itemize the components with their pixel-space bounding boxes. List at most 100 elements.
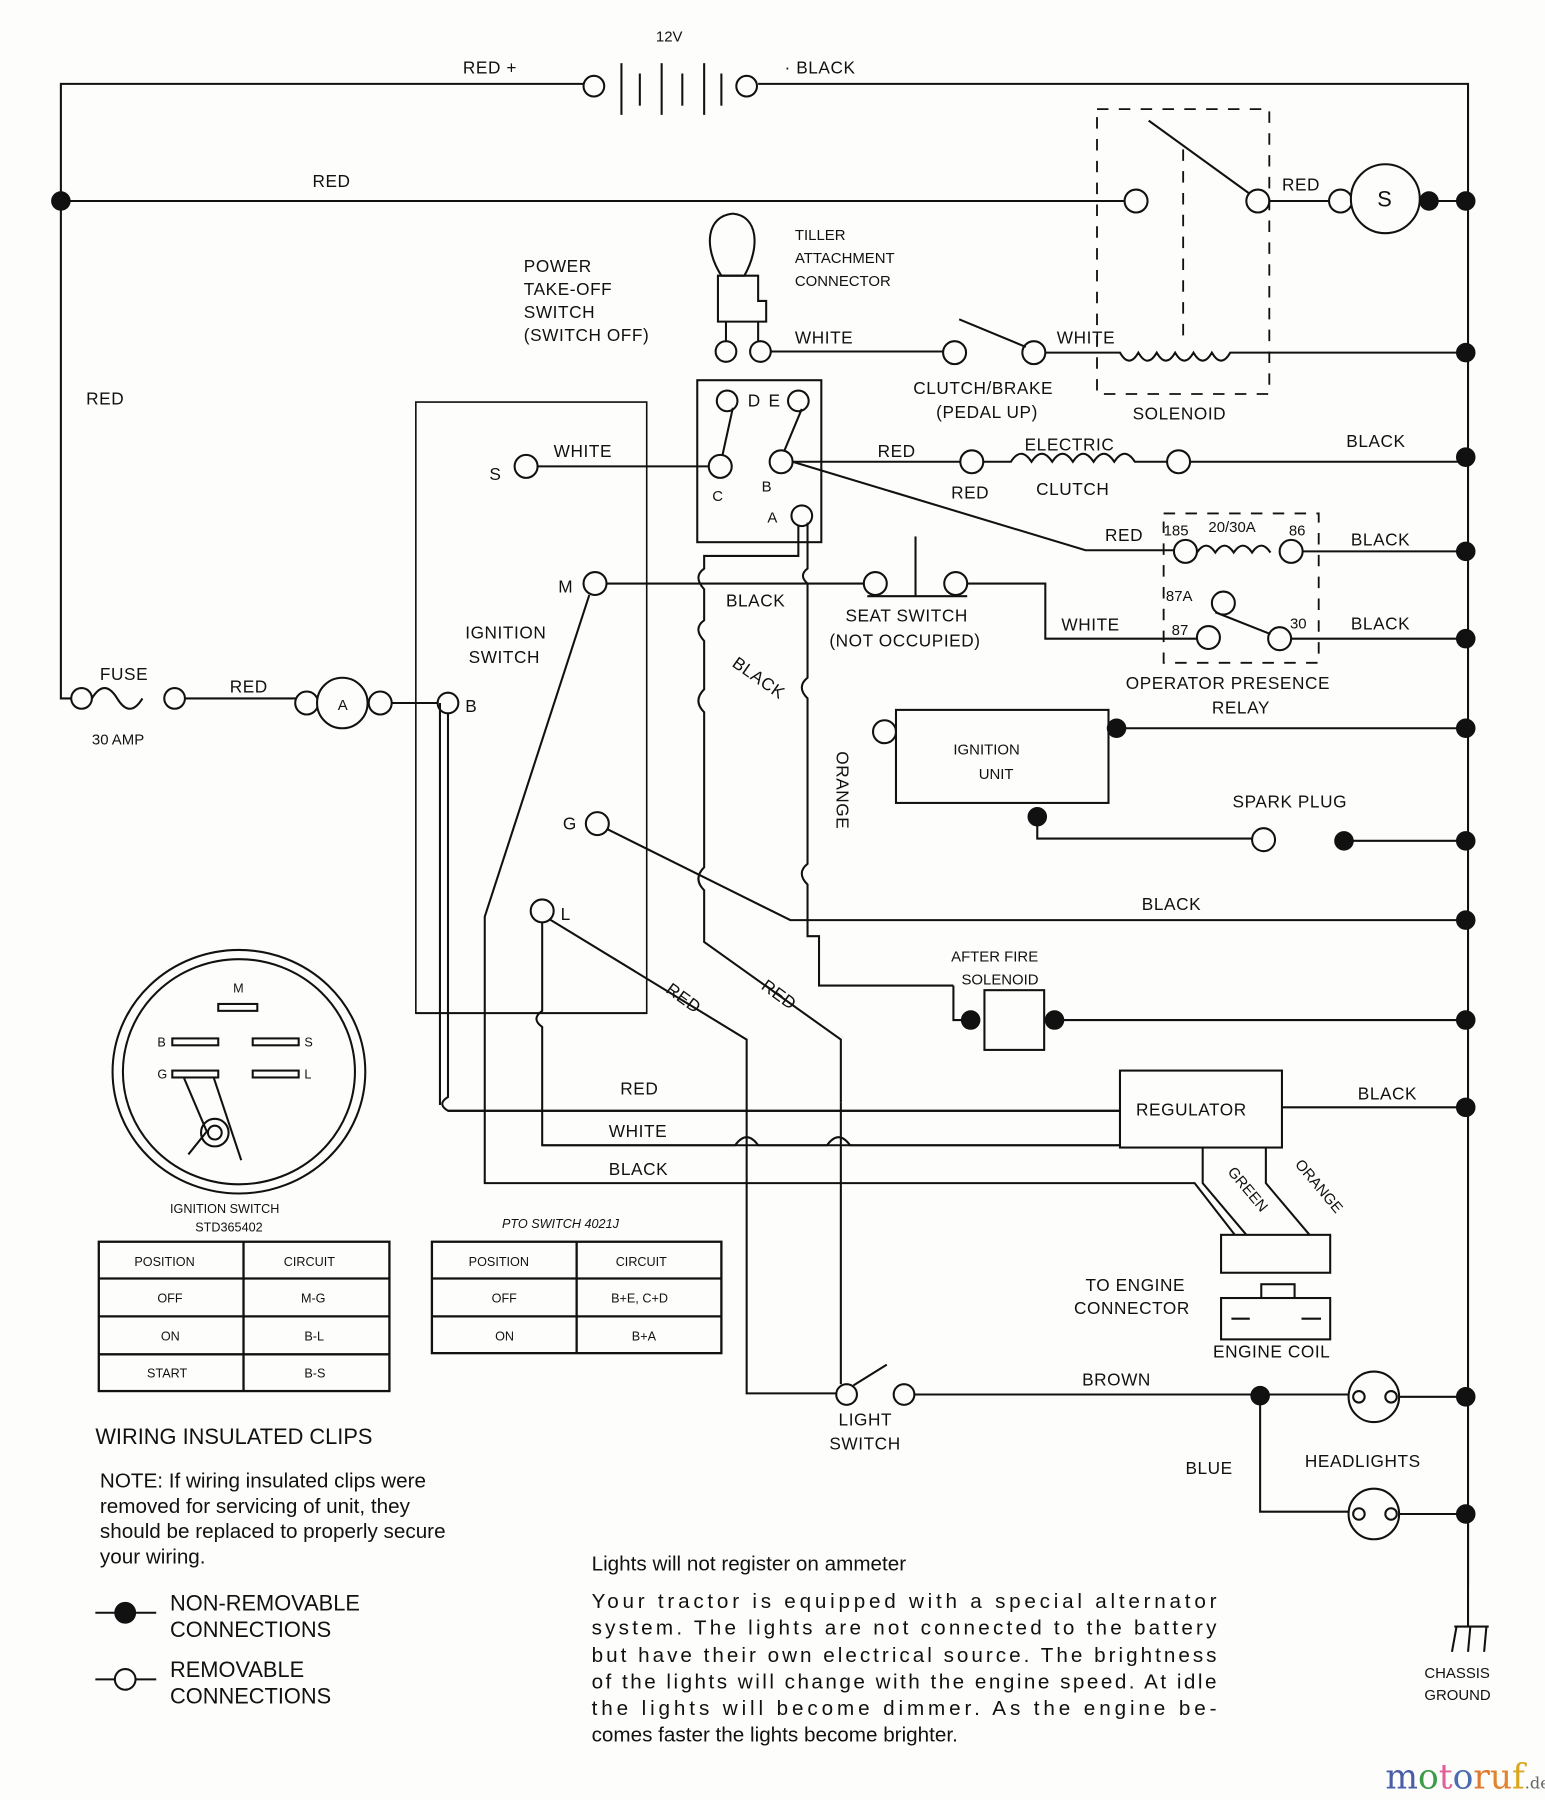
table-cell: B-S: [304, 1366, 325, 1380]
seat-switch-label: (NOT OCCUPIED): [829, 631, 980, 651]
lights-line: system. The lights are not connected to …: [592, 1617, 1218, 1640]
battery-neg-label: · BLACK: [785, 58, 856, 78]
engine-connector: [1220, 1233, 1332, 1274]
fuse-label: 30 AMP: [92, 731, 144, 748]
ground-dot: [1455, 910, 1476, 930]
wire-label-red-reg: RED: [620, 1079, 658, 1099]
regulator-label: REGULATOR: [1136, 1099, 1247, 1119]
note-line: removed for servicing of unit, they: [100, 1495, 411, 1518]
wire-label-white-solenoid: WHITE: [1057, 327, 1115, 347]
lights-note: Lights will not register on ammeter Your…: [592, 1552, 1218, 1746]
spark-plug-terminal: [1251, 827, 1277, 853]
note-line: should be replaced to properly secure: [100, 1520, 446, 1543]
clutch-brake-label: (PEDAL UP): [936, 402, 1038, 422]
pto-label: POWER: [524, 256, 592, 276]
lights-line: the lights will become dimmer. As the en…: [592, 1697, 1217, 1720]
wire-label-black-relay1: BLACK: [1351, 530, 1410, 550]
clips-note: WIRING INSULATED CLIPS NOTE: If wiring i…: [95, 1424, 445, 1568]
face-label: L: [304, 1068, 311, 1082]
table-cell: START: [147, 1366, 188, 1380]
wire-label-black-reg: BLACK: [609, 1159, 668, 1179]
table-header: CIRCUIT: [616, 1255, 667, 1269]
ignition-switch-label: IGNITION: [465, 623, 546, 643]
wire-label-black-reg-out: BLACK: [1358, 1083, 1417, 1103]
wire-label-red-fuse: RED: [230, 677, 268, 697]
light-switch-label: SWITCH: [829, 1434, 900, 1454]
note-line: NOTE: If wiring insulated clips were: [100, 1470, 426, 1493]
solenoid-terminal-2: [1245, 188, 1271, 214]
ign-terminal-label: B: [465, 696, 477, 716]
pto-label: TAKE-OFF: [524, 279, 612, 299]
solenoid-label: SOLENOID: [1133, 403, 1227, 423]
battery-pos-terminal: [582, 74, 606, 98]
wire-label-white-reg: WHITE: [609, 1121, 667, 1141]
table-header: POSITION: [134, 1255, 194, 1269]
table-cell: OFF: [157, 1292, 183, 1306]
legend-label: NON-REMOVABLE: [170, 1590, 360, 1615]
seat-switch-terminal: [943, 571, 969, 597]
electric-clutch-label: CLUTCH: [1036, 479, 1109, 499]
relay-label: RELAY: [1212, 697, 1270, 717]
battery-icon: [620, 63, 723, 115]
pto-label: SWITCH: [524, 302, 595, 322]
removable-connection-icon: [113, 1668, 137, 1691]
ground-dot: [1455, 1387, 1476, 1407]
ignition-unit: IGNITION UNIT SPARK PLUG: [871, 708, 1476, 853]
lighting-circuit: LIGHT SWITCH BROWN BLUE HEADLIGHTS CHASS…: [829, 1102, 1491, 1704]
wire-label-red-main: RED: [312, 171, 350, 191]
table-cell: M-G: [301, 1292, 326, 1306]
lights-title: Lights will not register on ammeter: [592, 1552, 907, 1575]
lights-line: comes faster the lights become brighter.: [592, 1723, 958, 1746]
ignition-switch-label: SWITCH: [469, 647, 540, 667]
table-cell: ON: [495, 1330, 514, 1344]
seat-switch-terminal: [862, 571, 888, 597]
ign-terminal-label: G: [563, 813, 577, 833]
relay-pin-label: 30: [1290, 615, 1307, 632]
spark-plug-label: SPARK PLUG: [1233, 792, 1348, 812]
watermark-logo: motoruf.de: [1385, 1758, 1545, 1798]
after-fire-box: [983, 989, 1046, 1051]
legend-label: REMOVABLE: [170, 1657, 304, 1682]
battery-pos-label: RED +: [463, 58, 517, 78]
ignition-unit-label: UNIT: [979, 766, 1014, 783]
ground-dot: [1455, 541, 1476, 562]
table-cell: ON: [161, 1330, 180, 1344]
relay-label: OPERATOR PRESENCE: [1126, 673, 1330, 693]
ground-dot: [1455, 1097, 1476, 1118]
tiller-bulb-icon: [708, 212, 756, 277]
table-header: POSITION: [469, 1255, 529, 1269]
ign-table-subtitle: STD365402: [195, 1220, 262, 1234]
pto-terminal-label: E: [768, 391, 780, 411]
relay-rating: 20/30A: [1208, 519, 1255, 536]
ground-dot: [1455, 718, 1476, 739]
after-fire-label: SOLENOID: [961, 971, 1038, 988]
legend: NON-REMOVABLE CONNECTIONS REMOVABLE CONN…: [95, 1590, 360, 1709]
ammeter-label: A: [338, 697, 348, 714]
starter-label: S: [1377, 187, 1392, 212]
wire-label-green: GREEN: [1224, 1164, 1271, 1216]
wire-label-red-clutch: RED: [878, 441, 916, 461]
ground-dot: [1455, 1010, 1476, 1030]
face-label: M: [233, 981, 244, 995]
face-label: B: [157, 1035, 165, 1049]
light-switch-terminal: [835, 1383, 858, 1406]
table-header: CIRCUIT: [284, 1255, 335, 1269]
relay-pin-label: 87A: [1166, 588, 1193, 605]
wire-label-black-m: BLACK: [726, 591, 785, 611]
battery-voltage: 12V: [656, 28, 683, 45]
lights-line: but have their own electrical source. Th…: [592, 1644, 1217, 1667]
headlights-label: HEADLIGHTS: [1305, 1451, 1421, 1471]
ign-terminal-label: M: [558, 577, 573, 597]
legend-label: CONNECTIONS: [170, 1617, 331, 1642]
pto-label: (SWITCH OFF): [524, 325, 649, 345]
ign-terminal-label: L: [561, 904, 571, 924]
wire-label-red-relay: RED: [1105, 525, 1143, 545]
engine-connector-label: TO ENGINE: [1086, 1275, 1186, 1295]
pto-terminal-label: D: [748, 391, 761, 411]
light-switch-label: LIGHT: [839, 1410, 893, 1430]
wire-label-red-clutch-lower: RED: [951, 483, 989, 503]
starter-circuit: RED RED RED S SOLENOID: [51, 108, 1476, 700]
wire-label-black-diag: BLACK: [729, 652, 789, 702]
relay-box: [1162, 512, 1320, 664]
junction-dot: [51, 191, 71, 211]
